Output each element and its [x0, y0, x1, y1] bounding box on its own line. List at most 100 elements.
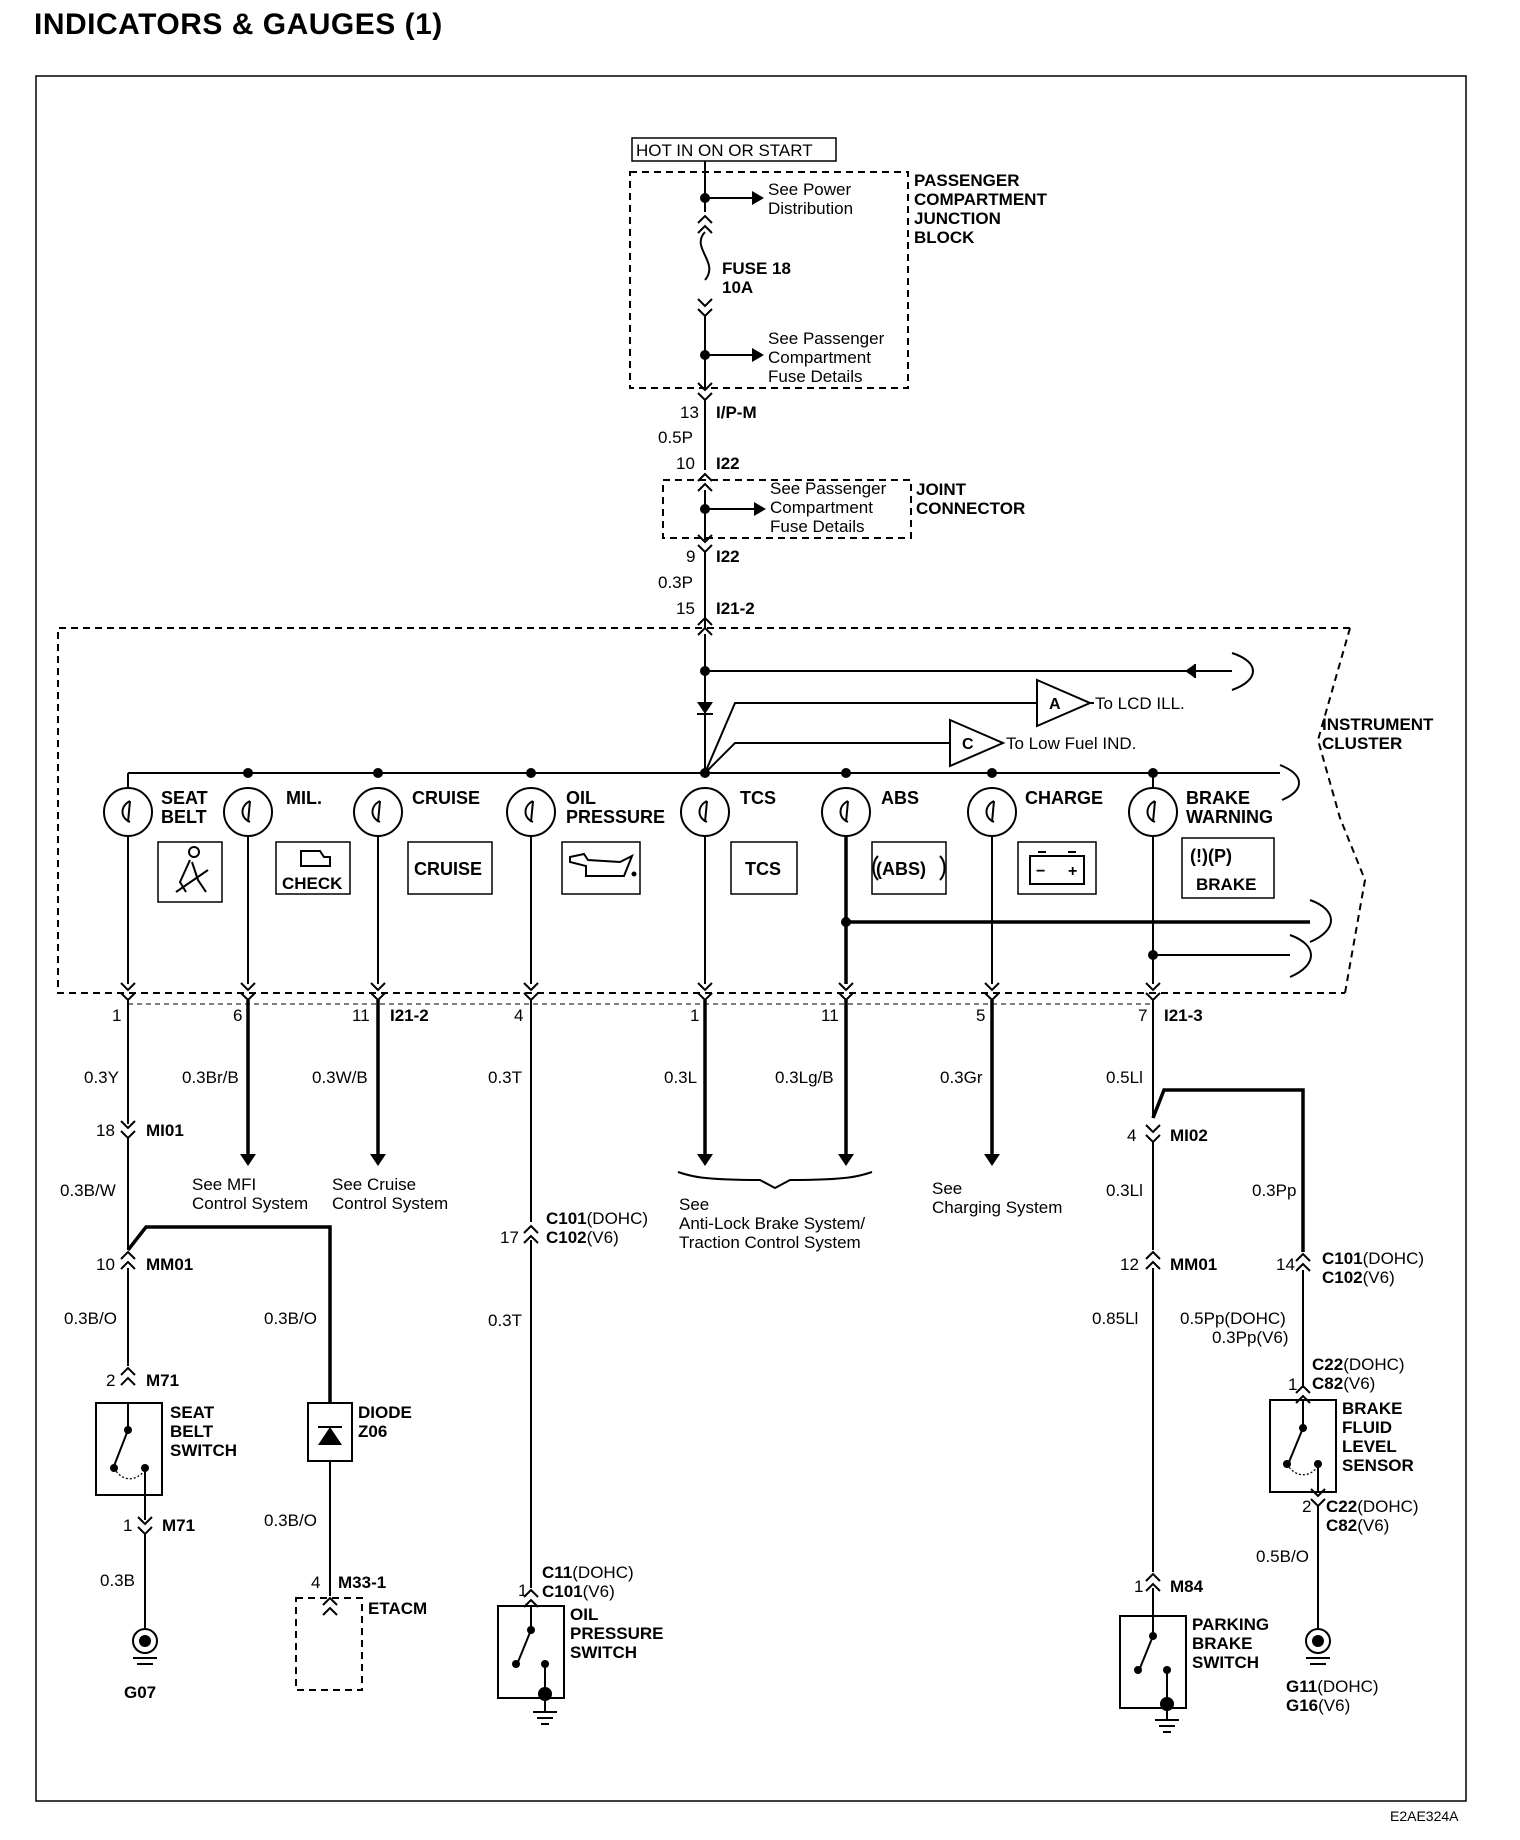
seat-belt-switch-label: SEAT BELT SWITCH [170, 1403, 237, 1460]
connector-i21-2-top: I21-2 [716, 599, 755, 618]
see-cruise-control: See Cruise Control System [332, 1175, 448, 1213]
wire-0.3t-top: 0.3T [488, 1068, 522, 1087]
lcd-ill-text: To LCD ILL. [1095, 694, 1185, 713]
wire-0.3b-o-3: 0.3B/O [264, 1511, 317, 1530]
connector-c101-c102: C101(DOHC) C102(V6) [546, 1209, 653, 1247]
pin-c11-1: 1 [518, 1581, 527, 1600]
connector-ipm: I/P-M [716, 403, 757, 422]
check-engine-icon: CHECK [275, 841, 351, 895]
wire-0.3b-o-1: 0.3B/O [64, 1309, 117, 1328]
seat-belt-icon [157, 841, 223, 903]
connector-i22-b: I22 [716, 547, 740, 566]
wire-0.3b: 0.3B [100, 1571, 135, 1590]
junction-block-label: PASSENGER COMPARTMENT JUNCTION BLOCK [914, 171, 1052, 247]
diagram-frame [35, 75, 1467, 1802]
svg-text:CRUISE: CRUISE [414, 859, 482, 879]
pin-out-charge: 5 [976, 1006, 985, 1025]
pin-mm01-10: 10 [96, 1255, 115, 1274]
pin-c101-14: 14 [1276, 1255, 1295, 1274]
pin-out-abs: 11 [821, 1006, 839, 1025]
wire-0.3gr: 0.3Gr [940, 1068, 983, 1087]
low-fuel-triangle [949, 718, 1006, 768]
hot-label: HOT IN ON OR START [636, 141, 813, 160]
cluster-output-connectors: 1 6 11 I21-2 4 1 11 5 7 I21-3 0.3Y 0.3Br… [84, 982, 1203, 1087]
junction-block-box [629, 171, 909, 389]
ground-g07-icon [132, 1628, 158, 1665]
wire-0.3pp: 0.3Pp [1252, 1181, 1296, 1200]
pin-c22-1: 1 [1288, 1375, 1297, 1394]
svg-text:+: + [1068, 863, 1077, 880]
diode-label: DIODE Z06 [358, 1403, 417, 1441]
see-power-distribution: See Power Distribution [768, 180, 856, 218]
pin-i22-10: 10 [676, 454, 695, 473]
lcd-ill-letter: A [1049, 696, 1061, 713]
wire-0.3lg-b: 0.3Lg/B [775, 1068, 834, 1087]
pin-out-cruise: 11 [352, 1006, 370, 1025]
connector-m71-top: M71 [146, 1371, 179, 1390]
connector-c101-c102-brake: C101(DOHC) C102(V6) [1322, 1249, 1429, 1287]
wire-0.5ll: 0.5Ll [1106, 1068, 1143, 1087]
wire-0.5b-o: 0.5B/O [1256, 1547, 1309, 1566]
oil-can-icon [561, 841, 641, 895]
fuse-label: FUSE 18 10A [722, 259, 796, 297]
pin-m84: 1 [1134, 1577, 1143, 1596]
pin-m71-2: 2 [106, 1371, 115, 1390]
connector-c22-c82-bottom: C22(DOHC) C82(V6) [1326, 1497, 1423, 1535]
pin-mm01-12: 12 [1120, 1255, 1139, 1274]
pin-out-oil: 4 [514, 1006, 523, 1025]
connector-m84: M84 [1170, 1577, 1204, 1596]
etacm-label: ETACM [368, 1599, 427, 1618]
pin-mi02: 4 [1127, 1126, 1136, 1145]
label-mil: MIL. [286, 788, 322, 808]
ground-g11-g16-icon [1305, 1628, 1331, 1665]
see-mfi-control: See MFI Control System [192, 1175, 308, 1213]
brake-warning-icon: (!)(P) BRAKE [1181, 837, 1275, 899]
wire-0.3b-o-2: 0.3B/O [264, 1309, 317, 1328]
wire-0.3l: 0.3L [664, 1068, 697, 1087]
connector-mi01: MI01 [146, 1121, 184, 1140]
wire-0.3b-w: 0.3B/W [60, 1181, 116, 1200]
fuse-symbol [699, 231, 711, 281]
document-code: E2AE324A [1390, 1808, 1459, 1824]
see-abs-tcs: See Anti-Lock Brake System/ Traction Con… [679, 1195, 870, 1252]
wire-0.3ll: 0.3Ll [1106, 1181, 1143, 1200]
wire-0.5p: 0.5P [658, 428, 693, 447]
brake-fluid-sensor-label: BRAKE FLUID LEVEL SENSOR [1342, 1399, 1414, 1475]
label-cruise: CRUISE [412, 788, 480, 808]
wire-0.3y: 0.3Y [84, 1068, 119, 1087]
connector-mi02: MI02 [1170, 1126, 1208, 1145]
label-tcs: TCS [740, 788, 776, 808]
connector-mm01-right: MM01 [1170, 1255, 1217, 1274]
connector-i21-3: I21-3 [1164, 1006, 1203, 1025]
pin-c101-17: 17 [500, 1228, 519, 1247]
abs-icon: (ABS) [871, 841, 947, 895]
pin-out-mil: 6 [233, 1006, 242, 1025]
seat-belt-circuit: 18 MI01 0.3B/W 10 MM01 0.3B/O 0.3B/O 2 M… [60, 1000, 427, 1702]
see-charging-system: See Charging System [932, 1179, 1062, 1217]
cruise-icon: CRUISE [407, 841, 493, 895]
svg-text:(ABS): (ABS) [876, 859, 926, 879]
pin-out-seat-belt: 1 [112, 1006, 121, 1025]
ground-g07-label: G07 [124, 1683, 156, 1702]
page-title: INDICATORS & GAUGES (1) [34, 8, 443, 41]
low-fuel-letter: C [962, 736, 974, 753]
pin-m71-1: 1 [123, 1516, 132, 1535]
instrument-cluster: INSTRUMENT CLUSTER A To LCD ILL. C To Lo… [57, 627, 1438, 994]
wire-0.3p: 0.3P [658, 573, 693, 592]
system-references: See MFI Control System See Cruise Contro… [192, 1000, 1062, 1252]
wire-pp-variants: 0.5Pp(DOHC) 0.3Pp(V6) [1180, 1309, 1291, 1347]
low-fuel-text: To Low Fuel IND. [1006, 734, 1136, 753]
wire-0.3w-b: 0.3W/B [312, 1068, 368, 1087]
see-fuse-details-1: See Passenger Compartment Fuse Details [768, 329, 889, 386]
svg-text:BRAKE: BRAKE [1196, 875, 1256, 894]
lcd-ill-triangle [1036, 678, 1093, 728]
battery-icon: − + [1017, 841, 1097, 895]
pin-ipm: 13 [680, 403, 699, 422]
instrument-cluster-label: INSTRUMENT CLUSTER [1322, 715, 1438, 753]
svg-text:(!)(P): (!)(P) [1190, 846, 1232, 866]
wire-0.85ll: 0.85Ll [1092, 1309, 1138, 1328]
connector-mm01-left: MM01 [146, 1255, 193, 1274]
